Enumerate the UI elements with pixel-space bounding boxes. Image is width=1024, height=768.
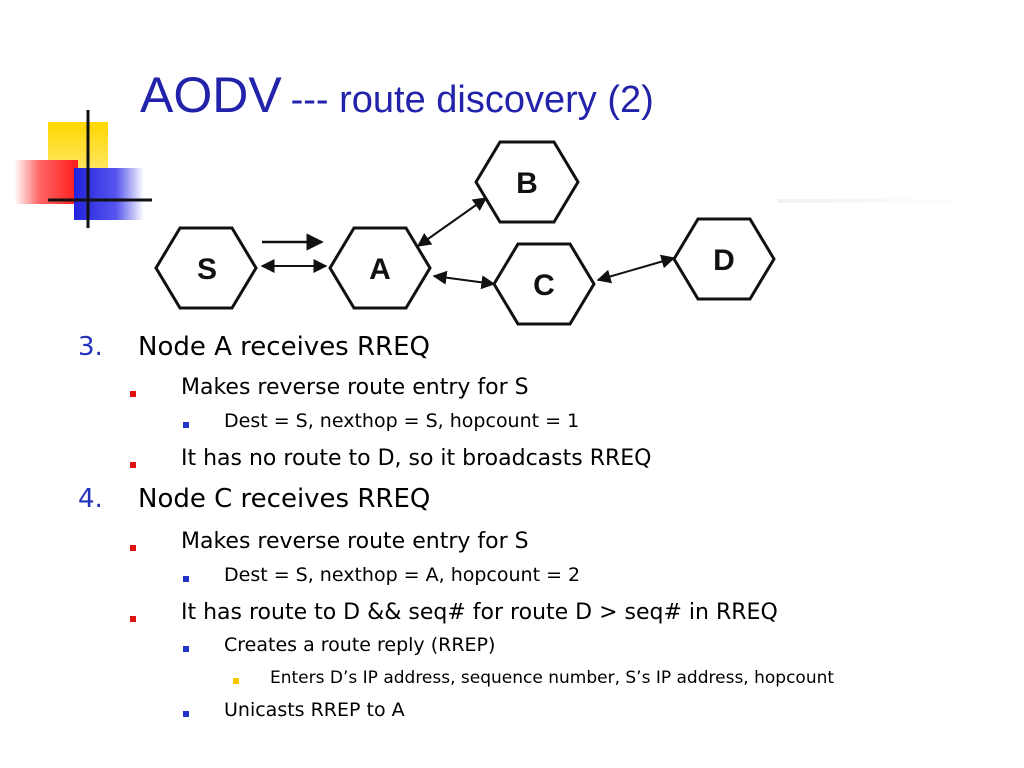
bullet-square-icon [183, 422, 189, 428]
bullet-square-icon [183, 711, 189, 717]
list-item: Dest = S, nexthop = A, hopcount = 2 [224, 564, 581, 586]
node-d: D [672, 217, 776, 301]
outline-text: Node A receives RREQ [138, 332, 431, 362]
node-b: B [474, 140, 580, 224]
node-c: C [492, 242, 596, 326]
list-item: It has no route to D, so it broadcasts R… [181, 446, 652, 471]
node-a: A [328, 226, 432, 310]
bullet-square-icon [183, 646, 189, 652]
node-a-label: A [369, 253, 391, 286]
slide-title: AODV --- route discovery (2) [140, 66, 654, 124]
network-diagram: S A B C D [154, 140, 776, 326]
node-s-label: S [197, 253, 217, 286]
outline-number: 4. [78, 484, 103, 514]
title-sub: --- route discovery (2) [290, 79, 654, 121]
edge-a-b [416, 197, 488, 247]
title-main: AODV [140, 67, 282, 123]
bullet-square-icon [130, 391, 136, 397]
list-item: Unicasts RREP to A [224, 699, 405, 721]
list-item: Creates a route reply (RREP) [224, 634, 496, 656]
outline-number: 3. [78, 332, 103, 362]
node-c-label: C [533, 269, 555, 302]
list-item: Dest = S, nexthop = S, hopcount = 1 [224, 410, 580, 432]
node-d-label: D [713, 244, 735, 277]
edge-c-d [596, 254, 676, 284]
node-s: S [154, 226, 258, 310]
bullet-square-icon [233, 678, 239, 684]
title-rule [778, 199, 978, 203]
bullet-square-icon [183, 576, 189, 582]
corner-logo [14, 110, 152, 228]
node-b-label: B [516, 167, 538, 200]
bullet-square-icon [130, 545, 136, 551]
list-item: It has route to D && seq# for route D > … [181, 600, 778, 625]
bullet-square-icon [130, 462, 136, 468]
outline-text: Node C receives RREQ [138, 484, 431, 514]
list-item: Enters D’s IP address, sequence number, … [270, 668, 835, 688]
list-item: Makes reverse route entry for S [181, 529, 529, 554]
edge-a-c [432, 270, 496, 290]
bullet-square-icon [130, 616, 136, 622]
list-item: Makes reverse route entry for S [181, 375, 529, 400]
